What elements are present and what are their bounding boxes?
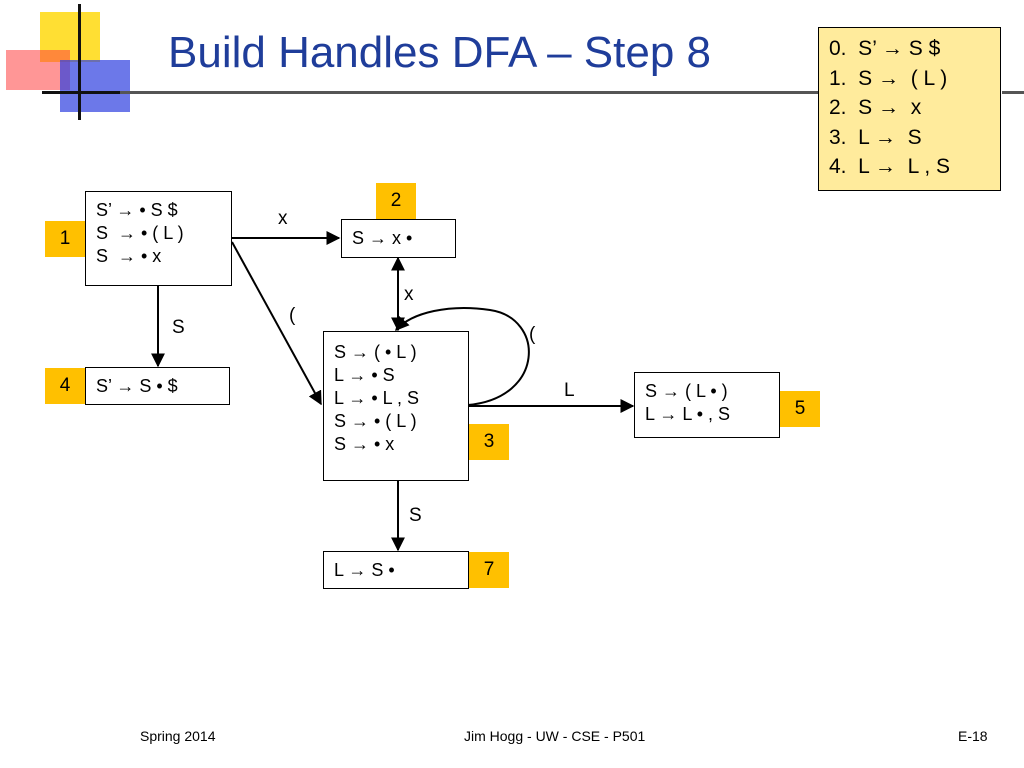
state-3-item: L → • S: [334, 365, 395, 385]
state-3-item: L → • L , S: [334, 388, 419, 408]
corner-blue-square: [60, 60, 130, 112]
edge-label-3-self: (: [529, 324, 536, 345]
edge-label-1-to-4: S: [172, 317, 185, 338]
grammar-rule-2: 2. S → x: [829, 96, 922, 119]
edge-label-3-to-2: x: [404, 284, 414, 305]
edge-label-3-to-5: L: [564, 380, 575, 401]
grammar-box: 0. S’ → S $ 1. S → ( L ) 2. S → x 3. L →…: [818, 27, 1001, 191]
grammar-rule-4: 4. L → L , S: [829, 155, 950, 178]
state-box-4: S’ → S • $: [85, 367, 230, 405]
state-3-item: S → ( • L ): [334, 342, 417, 362]
state-box-1: S’ → • S $ S → • ( L ) S → • x: [85, 191, 232, 286]
state-3-item: S → • x: [334, 434, 395, 454]
slide-title: Build Handles DFA – Step 8: [168, 28, 711, 77]
state-2-item: S → x •: [352, 228, 413, 248]
footer-left: Spring 2014: [140, 728, 216, 744]
edge-3-self-loop: [395, 307, 530, 406]
corner-red-square: [6, 50, 70, 90]
state-box-5: S → ( L • ) L → L • , S: [634, 372, 780, 438]
state-5-item: L → L • , S: [645, 404, 730, 424]
state-7-item: L → S •: [334, 560, 395, 580]
state-number-4: 4: [45, 368, 85, 404]
corner-horizontal-line: [42, 91, 140, 94]
edge-label-1-to-3: (: [289, 305, 296, 326]
state-number-3: 3: [469, 424, 509, 460]
state-1-item: S → • ( L ): [96, 223, 184, 243]
state-number-1: 1: [45, 221, 85, 257]
edge-1-to-3: [231, 241, 322, 406]
edge-label-3-to-7: S: [409, 505, 422, 526]
title-underline: [120, 91, 820, 94]
state-number-7: 7: [469, 552, 509, 588]
state-box-2: S → x •: [341, 219, 456, 258]
corner-decoration: [0, 0, 140, 120]
state-number-5: 5: [780, 391, 820, 427]
state-1-item: S’ → • S $: [96, 200, 178, 220]
edge-label-1-to-2: x: [278, 208, 288, 229]
footer-right: E-18: [958, 728, 988, 744]
state-1-item: S → • x: [96, 246, 162, 266]
state-3-item: S → • ( L ): [334, 411, 417, 431]
state-box-3: S → ( • L ) L → • S L → • L , S S → • ( …: [323, 331, 469, 481]
grammar-rule-1: 1. S → ( L ): [829, 66, 948, 90]
corner-vertical-line: [78, 4, 81, 120]
state-number-2: 2: [376, 183, 416, 219]
footer-center: Jim Hogg - UW - CSE - P501: [464, 728, 646, 744]
grammar-rule-0: 0. S’ → S $: [829, 37, 941, 60]
state-box-7: L → S •: [323, 551, 469, 589]
grammar-rule-3: 3. L → S: [829, 125, 922, 149]
title-underline-right: [1002, 91, 1024, 94]
state-5-item: S → ( L • ): [645, 381, 728, 401]
state-4-item: S’ → S • $: [96, 376, 178, 396]
